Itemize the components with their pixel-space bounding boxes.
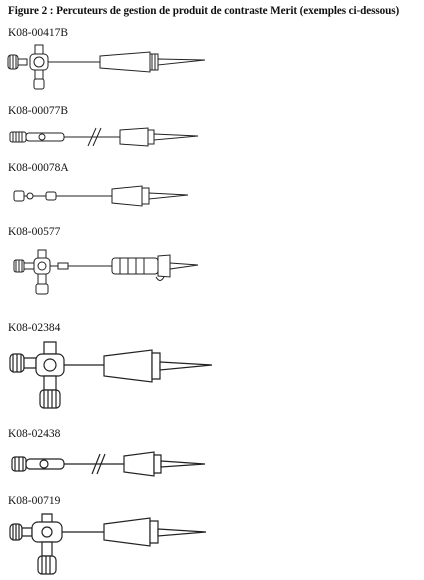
tubing-spike-icon [0,177,424,217]
device-code-label: K08-02384 [8,322,61,334]
tubing-spike-icon [0,120,424,154]
figure-title: Figure 2 : Percuteurs de gestion de prod… [8,5,400,17]
stopcock-spike-icon [0,340,424,412]
device-code-label: K08-00417B [8,27,69,39]
device-code-label: K08-00719 [8,495,61,507]
device-code-label: K08-00577 [8,226,61,238]
tubing-spike-icon [0,446,424,482]
device-code-label: K08-02438 [8,428,61,440]
stopcock-spike-icon [0,246,424,304]
stopcock-spike-icon [0,512,424,578]
stopcock-spike-icon [0,42,424,96]
device-code-label: K08-00078A [8,162,69,174]
device-code-label: K08-00077B [8,105,69,117]
